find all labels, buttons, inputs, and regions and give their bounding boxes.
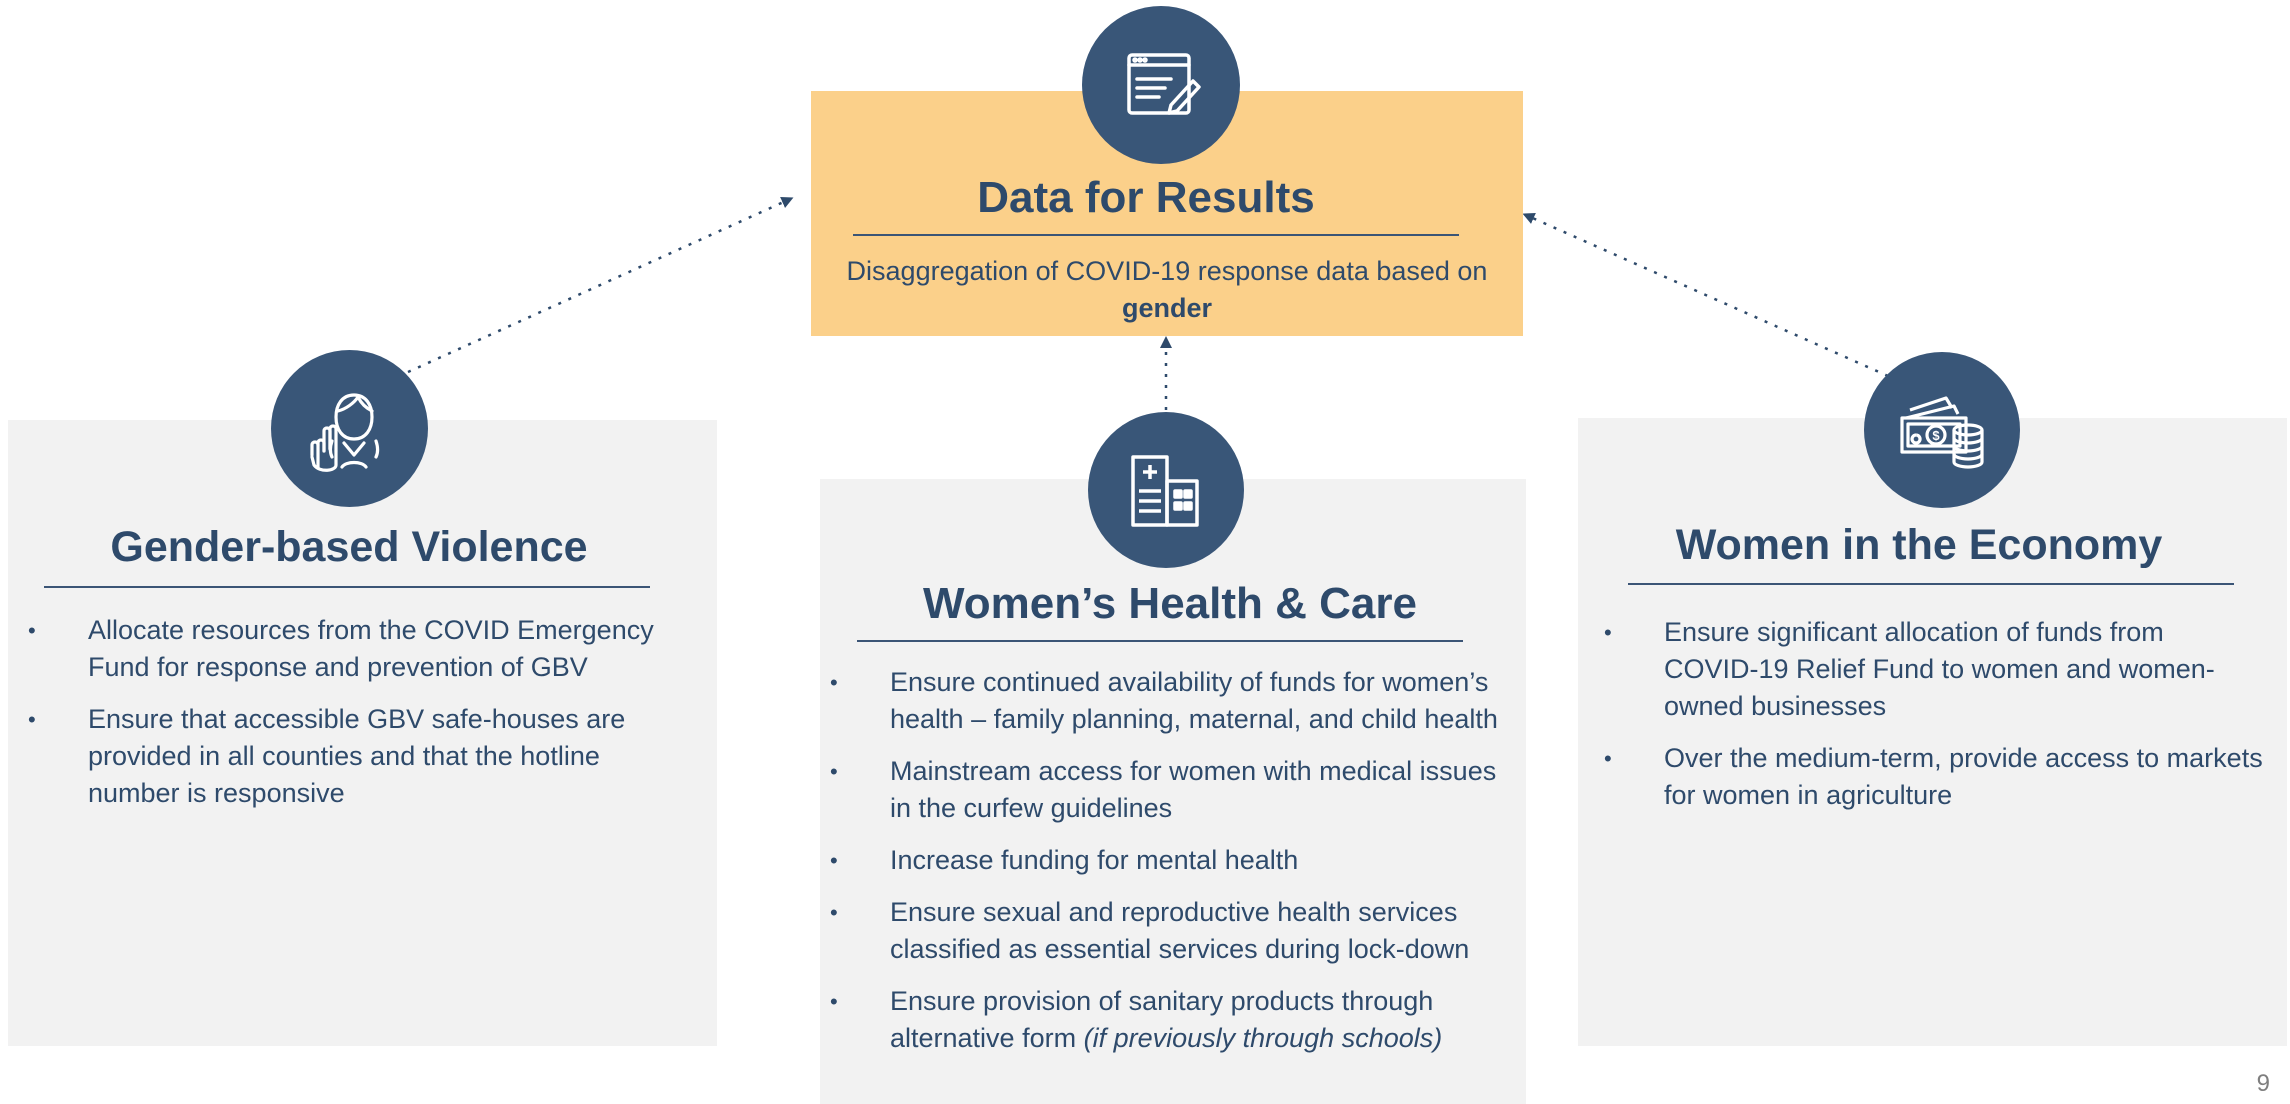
- list-item: Ensure that accessible GBV safe-houses a…: [28, 701, 688, 812]
- list-item: Ensure provision of sanitary products th…: [830, 983, 1510, 1057]
- arrow-left-to-center: [407, 197, 794, 374]
- subtitle-bold: gender: [1121, 293, 1213, 323]
- svg-text:$: $: [1932, 428, 1940, 443]
- subtitle-main: Disaggregation of COVID-19 response data…: [846, 256, 1488, 286]
- document-edit-icon: [1082, 6, 1240, 164]
- money-coins-icon: $: [1864, 352, 2020, 508]
- last-bullet-italic: (if previously through schools): [1083, 1023, 1443, 1053]
- data-for-results-title: Data for Results: [977, 173, 1315, 222]
- gbv-bullets: Allocate resources from the COVID Emerge…: [28, 612, 688, 827]
- list-item: Ensure continued availability of funds f…: [830, 664, 1510, 738]
- list-item: Ensure significant allocation of funds f…: [1604, 614, 2264, 725]
- last-bullet-main: Ensure provision of sanitary products th…: [890, 986, 1434, 1053]
- list-item: Ensure sexual and reproductive health se…: [830, 894, 1510, 968]
- data-for-results-rule: [853, 234, 1459, 236]
- page-number: 9: [2256, 1070, 2270, 1097]
- economy-bullets: Ensure significant allocation of funds f…: [1604, 614, 2264, 829]
- list-item: Allocate resources from the COVID Emerge…: [28, 612, 688, 686]
- gbv-title: Gender-based Violence: [110, 523, 588, 571]
- list-item: Over the medium-term, provide access to …: [1604, 740, 2264, 814]
- economy-title: Women in the Economy: [1675, 521, 2163, 569]
- woman-stop-hand-icon: [271, 350, 428, 507]
- health-bullets: Ensure continued availability of funds f…: [830, 664, 1510, 1072]
- data-for-results-subtitle: Disaggregation of COVID-19 response data…: [811, 253, 1523, 327]
- list-item: Mainstream access for women with medical…: [830, 753, 1510, 827]
- gbv-rule: [44, 586, 650, 588]
- arrow-right-to-center: [1522, 212, 1889, 378]
- economy-rule: [1628, 583, 2234, 585]
- list-item: Increase funding for mental health: [830, 842, 1510, 879]
- hospital-building-icon: [1088, 412, 1244, 568]
- health-title: Women’s Health & Care: [923, 579, 1417, 628]
- economy-panel: [1578, 418, 2287, 1046]
- health-rule: [857, 640, 1463, 642]
